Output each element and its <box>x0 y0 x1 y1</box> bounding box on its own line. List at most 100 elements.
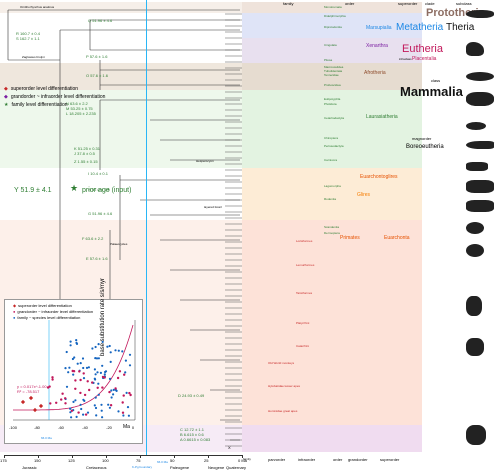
order-label: Pholidota <box>324 102 337 106</box>
bottom-header-infraorder: infraorder <box>298 457 316 462</box>
inset-species-point <box>101 416 104 419</box>
legend-marker-icon: ◆ <box>4 86 8 92</box>
inset-infraorder-point <box>51 376 54 379</box>
node-legend-item: ★family level differentiation <box>4 102 105 110</box>
inset-species-point <box>97 357 100 360</box>
inset-species-point <box>80 407 83 411</box>
inset-species-point <box>125 391 128 394</box>
inset-infraorder-point <box>91 381 94 384</box>
bottom-header-parvorder: parvorder <box>268 457 286 462</box>
inset-infraorder-point <box>49 402 52 405</box>
inset-infraorder-point <box>61 392 64 395</box>
node-age-label: K 51.25 ± 0.31 <box>74 146 100 151</box>
inset-species-point <box>69 407 72 410</box>
silhouette-whale-icon <box>466 141 494 149</box>
inset-species-point <box>67 371 70 374</box>
label-afrotheria: Afrotheria <box>364 70 386 76</box>
silhouette-elephant-icon <box>466 92 494 106</box>
order-label: Dermoptera <box>324 231 340 235</box>
inset-species-point <box>85 366 89 369</box>
order-label: Cetartiodactyla <box>324 116 345 120</box>
inset-equation: y = 0.017x^-1.00 <box>17 384 47 389</box>
node-age-label: Z 1.55 ± 0.15 <box>74 159 98 164</box>
inset-infraorder-point <box>88 388 91 392</box>
inset-species-point <box>94 406 98 410</box>
order-label: Eulipotyphla <box>324 97 341 101</box>
label-glires: Glires <box>357 192 371 198</box>
node-age-label: A 0.6615 ± 0.083 <box>180 437 211 442</box>
inset-species-point <box>99 371 102 374</box>
axis-tick-mark <box>106 455 107 458</box>
annotation-zaglossus: Zaglossus bruijni <box>22 55 45 59</box>
inset-species-point <box>96 371 99 374</box>
legend-marker-icon: ◆ <box>4 94 8 100</box>
order-label: Tubulidentata <box>324 69 343 73</box>
inset-species-point <box>93 377 96 380</box>
bottom-header-family: family <box>243 457 251 461</box>
order-label: Rodentia <box>324 197 337 201</box>
axis-tick-mark <box>208 455 209 458</box>
node-age-label: D 24.93 ± 0.49 <box>178 393 205 398</box>
inset-species-point <box>82 413 85 416</box>
inset-species-point <box>74 399 77 402</box>
inset-species-point <box>112 393 115 396</box>
inset-infraorder-point <box>121 401 124 404</box>
inset-infraorder-point <box>109 404 113 407</box>
inset-species-point <box>121 350 124 353</box>
legend-marker-icon: ★ <box>4 102 9 108</box>
header-subclass: subclass <box>456 1 472 6</box>
inset-legend-marker-icon: ◆ <box>13 303 17 308</box>
inset-infraorder-point <box>64 397 67 400</box>
kpg-boundary-value: 66.0 Ma <box>157 460 168 464</box>
inset-infraorder-point <box>64 402 67 405</box>
annotation-palaeoryctes: Palaeoryctes <box>110 242 128 246</box>
inset-x-tick-label: -60 <box>58 425 65 430</box>
label-infraclass: infraclass <box>399 57 412 61</box>
inset-infraorder-point <box>79 378 82 382</box>
kpg-boundary-label: K-Pg boundary <box>132 465 153 469</box>
inset-infraorder-point <box>116 376 120 380</box>
inset-legend: ◆superorder level differentiation●grando… <box>13 303 93 321</box>
axis-tick-mark <box>140 455 141 458</box>
axis-tick-label: 25 <box>204 458 209 463</box>
inset-legend-item: ◆superorder level differentiation <box>13 303 93 309</box>
band-left-prototheria <box>0 2 242 13</box>
label-boreoeutheria: Boreoeutheria <box>406 144 444 150</box>
header-clade: clade <box>425 1 435 6</box>
family-label: Hominidae great apes <box>268 409 298 413</box>
inset-species-point <box>100 409 103 412</box>
inset-species-point <box>97 382 100 385</box>
label-mammalia: Mammalia <box>400 84 463 99</box>
inset-infraorder-point <box>82 372 85 375</box>
node-age-label: E 57.6 ± 1.6 <box>86 256 108 261</box>
header-order: order <box>345 1 355 6</box>
kpg-boundary-line <box>146 0 147 455</box>
inset-species-point <box>69 411 72 414</box>
inset-species-point <box>107 403 110 406</box>
inset-species-point <box>75 415 78 418</box>
order-label: Proboscidea <box>324 83 341 87</box>
inset-infraorder-point <box>83 393 87 397</box>
infraorder-label: Lemuriformes <box>296 263 315 267</box>
silhouette-rabbit-icon <box>466 222 484 234</box>
band-metatheria <box>242 13 422 38</box>
inset-species-point <box>94 396 97 399</box>
bottom-header-superorder: superorder <box>380 457 400 462</box>
axis-tick-label: 100 <box>102 458 109 463</box>
prior-age-note: prior age (input) <box>82 187 132 194</box>
order-label: Macroscelidea <box>324 65 344 69</box>
inset-species-point <box>79 403 82 406</box>
silhouette-platypus-icon <box>466 10 494 18</box>
inset-legend-label: grandorder ~ infraorder level differenti… <box>17 309 94 314</box>
inset-infraorder-point <box>51 378 54 381</box>
inset-species-point <box>65 385 69 388</box>
inset-species-point <box>108 406 111 409</box>
order-label: Monotremata <box>324 5 342 9</box>
inset-infraorder-point <box>108 390 111 394</box>
inset-infraorder-point <box>78 370 81 373</box>
era-label: Cretaceous <box>86 465 107 470</box>
annotation-hesperocyon: Hesperocyon <box>196 159 214 163</box>
inset-species-point <box>87 366 90 369</box>
inset-species-point <box>91 347 94 350</box>
